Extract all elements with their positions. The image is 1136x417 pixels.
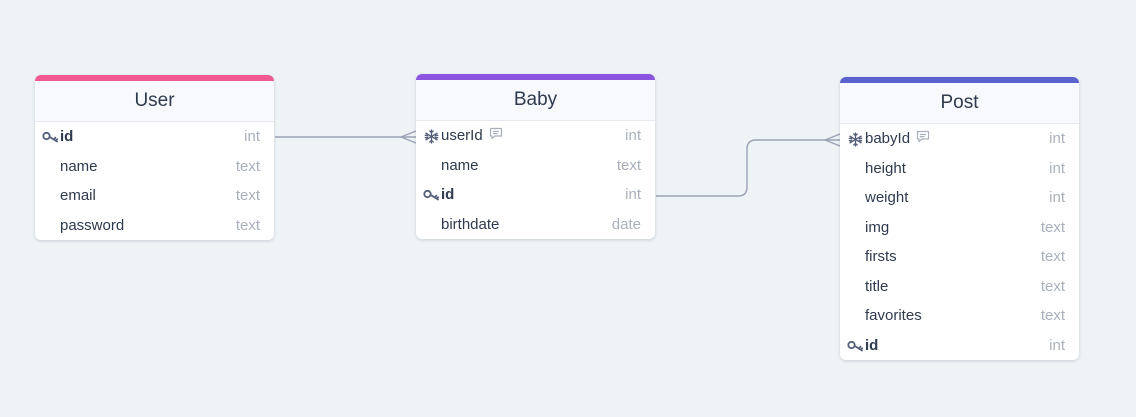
field-type: int bbox=[625, 127, 641, 144]
field-name: weight bbox=[865, 183, 908, 213]
field-list: id int name text email text password text bbox=[35, 122, 274, 240]
field-type: text bbox=[235, 216, 260, 234]
field-name-text: password bbox=[60, 216, 125, 234]
field-name-text: babyId bbox=[865, 130, 911, 147]
field-name-text: title bbox=[865, 277, 889, 295]
field-name: email bbox=[60, 181, 96, 211]
field-row[interactable]: userId int bbox=[416, 121, 655, 151]
key-icon bbox=[41, 122, 59, 152]
table-user[interactable]: User id int name text email text password text bbox=[35, 75, 274, 240]
key-icon bbox=[422, 180, 440, 210]
table-title: Post bbox=[840, 83, 1079, 124]
field-row[interactable]: birthdate date bbox=[416, 210, 655, 240]
field-name-text: id bbox=[60, 128, 74, 145]
foreign-key-icon bbox=[422, 121, 440, 151]
table-title: Baby bbox=[416, 80, 655, 121]
field-name: id bbox=[865, 331, 878, 361]
field-type: text bbox=[1040, 277, 1065, 295]
note-icon[interactable] bbox=[916, 124, 930, 154]
field-row[interactable]: password text bbox=[35, 211, 274, 241]
crows-foot-icon bbox=[824, 133, 841, 147]
field-row[interactable]: weight int bbox=[840, 183, 1079, 213]
field-row[interactable]: img text bbox=[840, 213, 1079, 243]
field-row[interactable]: height int bbox=[840, 154, 1079, 184]
field-type: text bbox=[235, 157, 260, 175]
table-accent-bar bbox=[840, 77, 1079, 83]
crows-foot-icon bbox=[400, 130, 417, 144]
field-name-text: birthdate bbox=[441, 215, 500, 233]
field-type: text bbox=[1040, 248, 1065, 265]
field-name: title bbox=[865, 272, 888, 302]
field-name: name bbox=[60, 152, 98, 182]
field-name: firsts bbox=[865, 242, 897, 272]
field-type: text bbox=[616, 156, 641, 174]
field-row[interactable]: name text bbox=[35, 152, 274, 182]
field-name: name bbox=[441, 151, 479, 181]
field-name-text: userId bbox=[441, 127, 483, 144]
table-title: User bbox=[35, 81, 274, 122]
field-name: birthdate bbox=[441, 210, 499, 240]
field-name: userId bbox=[441, 121, 503, 151]
field-row[interactable]: id int bbox=[416, 180, 655, 210]
field-name: img bbox=[865, 213, 889, 243]
field-row[interactable]: babyId int bbox=[840, 124, 1079, 154]
field-type: int bbox=[244, 128, 260, 145]
field-row[interactable]: id int bbox=[35, 122, 274, 152]
field-type: int bbox=[1049, 336, 1065, 354]
field-row[interactable]: id int bbox=[840, 331, 1079, 361]
field-name-text: img bbox=[865, 218, 890, 236]
field-name: id bbox=[441, 180, 454, 210]
field-name-text: id bbox=[441, 186, 455, 203]
note-icon[interactable] bbox=[489, 121, 503, 151]
field-list: userId int name text id int birthdate date bbox=[416, 121, 655, 239]
field-name-text: firsts bbox=[865, 248, 897, 265]
field-name-text: name bbox=[441, 156, 479, 174]
field-name-text: id bbox=[865, 336, 879, 354]
key-icon bbox=[846, 331, 864, 361]
field-type: int bbox=[1049, 159, 1065, 177]
field-type: date bbox=[611, 215, 641, 233]
field-row[interactable]: title text bbox=[840, 272, 1079, 302]
field-row[interactable]: email text bbox=[35, 181, 274, 211]
field-type: text bbox=[1040, 307, 1065, 324]
field-name-text: height bbox=[865, 159, 906, 177]
field-type: int bbox=[1049, 130, 1065, 147]
field-type: int bbox=[625, 186, 641, 203]
field-name: favorites bbox=[865, 301, 922, 331]
table-baby[interactable]: Baby userId int name text id int birthdate date bbox=[416, 74, 655, 239]
field-row[interactable]: firsts text bbox=[840, 242, 1079, 272]
relationship-user-baby[interactable] bbox=[275, 130, 417, 144]
relationship-baby-post[interactable] bbox=[656, 133, 841, 197]
table-accent-bar bbox=[35, 75, 274, 81]
field-name: password bbox=[60, 211, 124, 241]
foreign-key-icon bbox=[846, 124, 864, 154]
field-type: int bbox=[1049, 189, 1065, 206]
field-name: babyId bbox=[865, 124, 930, 154]
field-type: text bbox=[1040, 218, 1065, 236]
field-name: id bbox=[60, 122, 73, 152]
relationship-line bbox=[656, 139, 840, 197]
field-type: text bbox=[235, 187, 260, 204]
table-accent-bar bbox=[416, 74, 655, 80]
field-name: height bbox=[865, 154, 906, 184]
field-name-text: favorites bbox=[865, 307, 922, 324]
field-name-text: name bbox=[60, 157, 98, 175]
field-row[interactable]: name text bbox=[416, 151, 655, 181]
field-row[interactable]: favorites text bbox=[840, 301, 1079, 331]
field-name-text: email bbox=[60, 187, 96, 204]
field-name-text: weight bbox=[865, 189, 909, 206]
